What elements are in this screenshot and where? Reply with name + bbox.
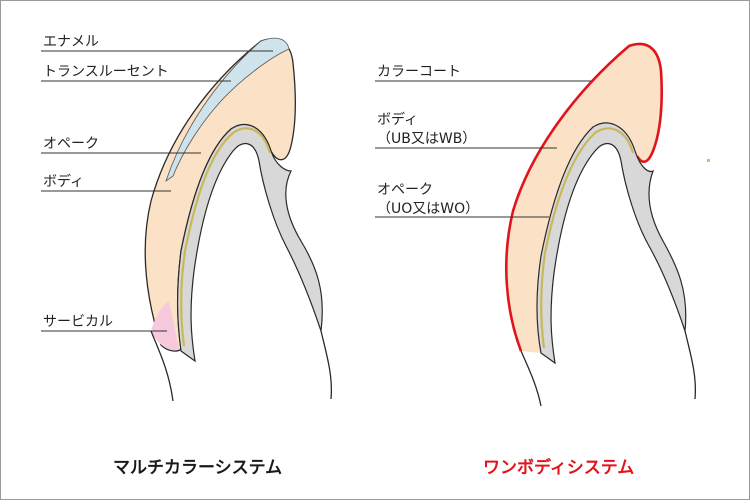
right-opaque-line	[540, 127, 635, 349]
right-root-inner-outline	[684, 330, 697, 400]
right-core-layer	[536, 122, 687, 365]
right-body-layer	[506, 43, 662, 354]
left-core-layer	[177, 124, 323, 363]
left-opaque-line	[180, 127, 272, 347]
left-enamel-layer	[165, 37, 290, 183]
label-opaque-right-line2: （UO又はWO）	[377, 201, 479, 217]
right-tooth-diagram: カラーコート ボディ （UB又はWB） オペーク （UO又はWO） ワンボディシ…	[375, 42, 697, 478]
left-root-inner-outline	[320, 330, 333, 400]
left-cervical-layer	[151, 301, 179, 351]
label-body-right-line2: （UB又はWB）	[377, 131, 476, 147]
right-color-coat	[505, 42, 664, 352]
right-caption: ワンボディシステム	[483, 457, 634, 478]
label-color-coat: カラーコート	[377, 64, 461, 80]
label-body: ボディ	[43, 173, 84, 190]
left-root-outline	[150, 330, 174, 402]
label-opaque: オペーク	[43, 136, 99, 152]
label-opaque-right-line1: オペーク	[377, 182, 433, 198]
left-tooth-diagram: エナメル トランスルーセント オペーク ボディ サービカル マルチカラーシステム	[41, 34, 333, 478]
left-caption: マルチカラーシステム	[113, 458, 282, 478]
right-root-outline	[520, 350, 542, 407]
label-translucent: トランスルーセント	[43, 64, 169, 80]
label-enamel: エナメル	[43, 34, 99, 50]
stray-mark	[707, 159, 710, 162]
label-body-right-line1: ボディ	[377, 111, 418, 128]
label-cervical: サービカル	[43, 314, 113, 330]
